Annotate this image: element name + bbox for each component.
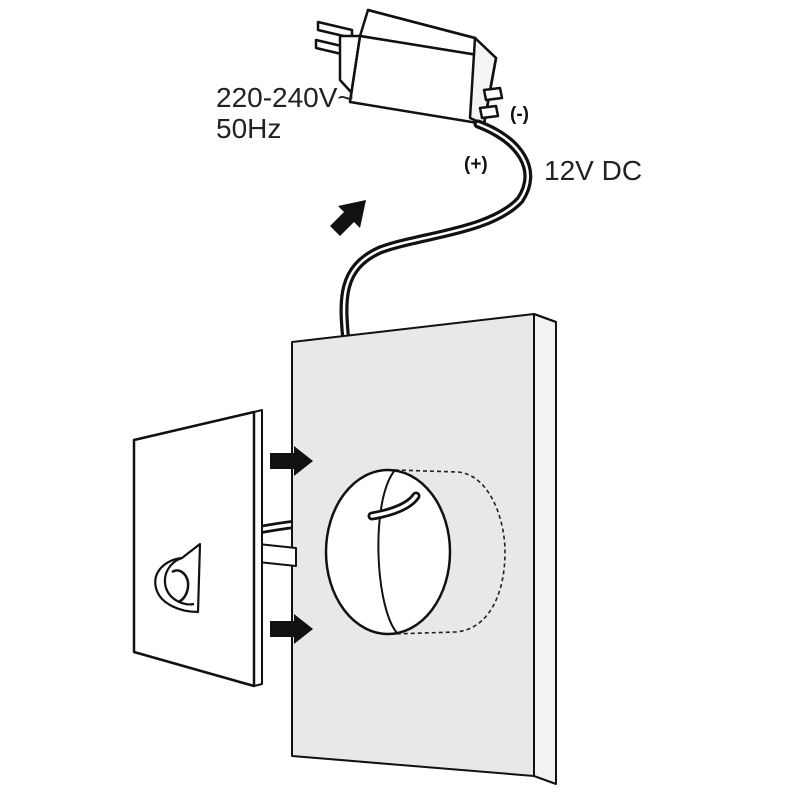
cable-upper-outline <box>339 119 533 347</box>
output-tabs <box>478 86 504 120</box>
output-voltage-label: 12V DC <box>544 155 642 186</box>
positive-terminal-label: (+) <box>464 154 488 175</box>
mounting-box-inner-rim <box>377 469 399 635</box>
arrow-right-top-icon <box>270 446 313 476</box>
wall-side-edge <box>533 313 557 785</box>
negative-terminal-label: (-) <box>510 104 529 125</box>
cable-tip <box>367 491 421 521</box>
input-frequency-label: 50Hz <box>216 113 281 144</box>
mounting-box <box>324 468 506 636</box>
power-supply <box>314 8 504 126</box>
arrow-up-icon <box>330 200 366 236</box>
cable-upper-core <box>342 122 530 344</box>
fixture-mounting-tab <box>257 543 297 567</box>
arrow-right-bottom-icon <box>270 614 313 644</box>
arrows <box>270 200 366 644</box>
mounting-box-hidden-edge <box>392 469 506 635</box>
mounting-box-opening <box>324 468 452 636</box>
input-voltage-label: 220-240V~ <box>216 82 354 113</box>
step-light-fixture <box>132 409 297 688</box>
lamp-hood <box>154 542 202 614</box>
plug-pins <box>314 20 354 58</box>
